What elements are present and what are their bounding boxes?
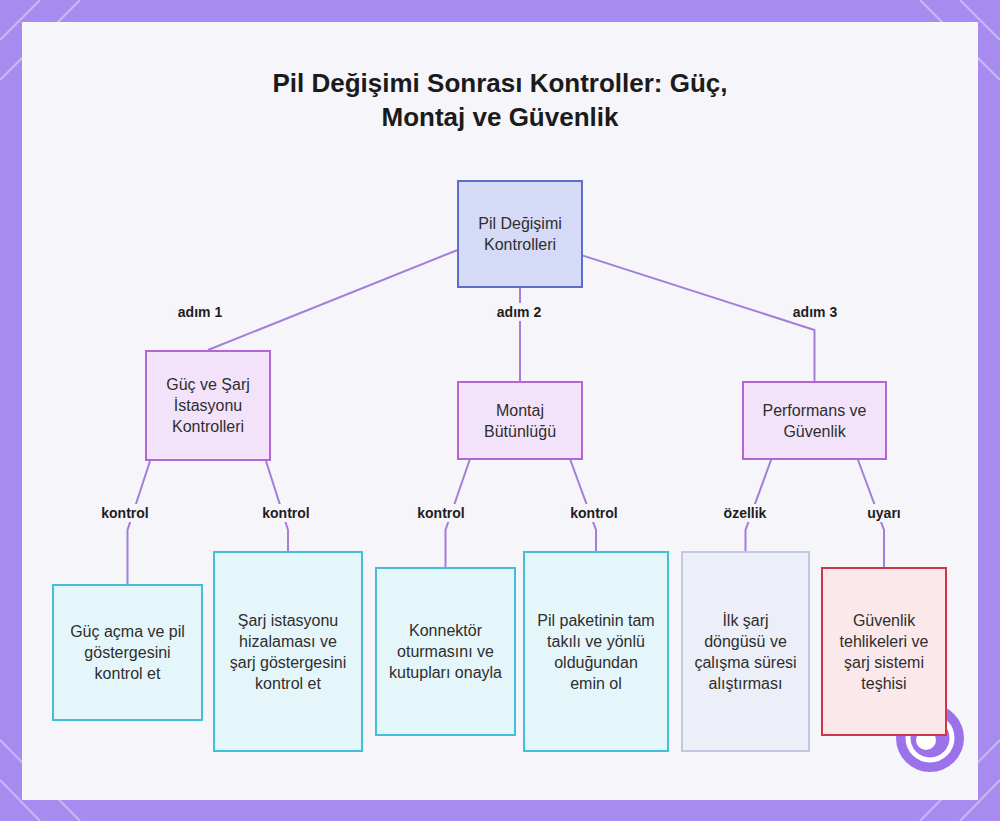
box-text: İlk şarj döngüsü ve çalışma süresi alışt…	[693, 610, 798, 694]
box-text: Şarj istasyonu hizalaması ve şarj göster…	[225, 610, 351, 694]
box-text: Güç ve Şarj İstasyonu Kontrolleri	[157, 374, 259, 437]
process-box: Pil Değişimi Kontrolleri	[457, 180, 583, 288]
process-box: Konnektör oturmasını ve kutupları onayla	[375, 567, 516, 736]
box-text: Performans ve Güvenlik	[754, 400, 875, 442]
edge-label: kontrol	[259, 504, 312, 522]
box-text: Pil paketinin tam takılı ve yönlü olduğu…	[535, 610, 657, 694]
edge-label: adım 2	[494, 303, 544, 321]
connector-line	[519, 288, 521, 381]
process-box: Montaj Bütünlüğü	[457, 381, 583, 460]
panel	[22, 22, 978, 800]
box-text: Pil Değişimi Kontrolleri	[469, 213, 571, 255]
process-box: Güç ve Şarj İstasyonu Kontrolleri	[145, 350, 271, 461]
edge-label: kontrol	[567, 504, 620, 522]
edge-label: adım 1	[175, 303, 225, 321]
box-text: Güvenlik tehlikeleri ve şarj sistemi teş…	[833, 610, 935, 694]
box-text: Konnektör oturmasını ve kutupları onayla	[387, 620, 504, 683]
edge-label: kontrol	[414, 504, 467, 522]
process-box: Pil paketinin tam takılı ve yönlü olduğu…	[523, 551, 669, 752]
connector-line	[583, 256, 815, 381]
connector-line	[128, 461, 151, 584]
box-text: Montaj Bütünlüğü	[469, 400, 571, 442]
edge-label: adım 3	[790, 303, 840, 321]
process-box: Güvenlik tehlikeleri ve şarj sistemi teş…	[821, 567, 947, 736]
process-box: İlk şarj döngüsü ve çalışma süresi alışt…	[681, 551, 810, 752]
connector-line	[208, 250, 457, 350]
edge-label: özellik	[721, 504, 770, 522]
edge-label: uyarı	[864, 504, 903, 522]
process-box: Şarj istasyonu hizalaması ve şarj göster…	[213, 551, 363, 752]
edge-label: kontrol	[98, 504, 151, 522]
box-text: Güç açma ve pil göstergesini kontrol et	[64, 621, 191, 684]
process-box: Performans ve Güvenlik	[742, 381, 887, 460]
diagram-title: Pil Değişimi Sonrası Kontroller: Güç, Mo…	[250, 66, 750, 134]
process-box: Güç açma ve pil göstergesini kontrol et	[52, 584, 203, 721]
